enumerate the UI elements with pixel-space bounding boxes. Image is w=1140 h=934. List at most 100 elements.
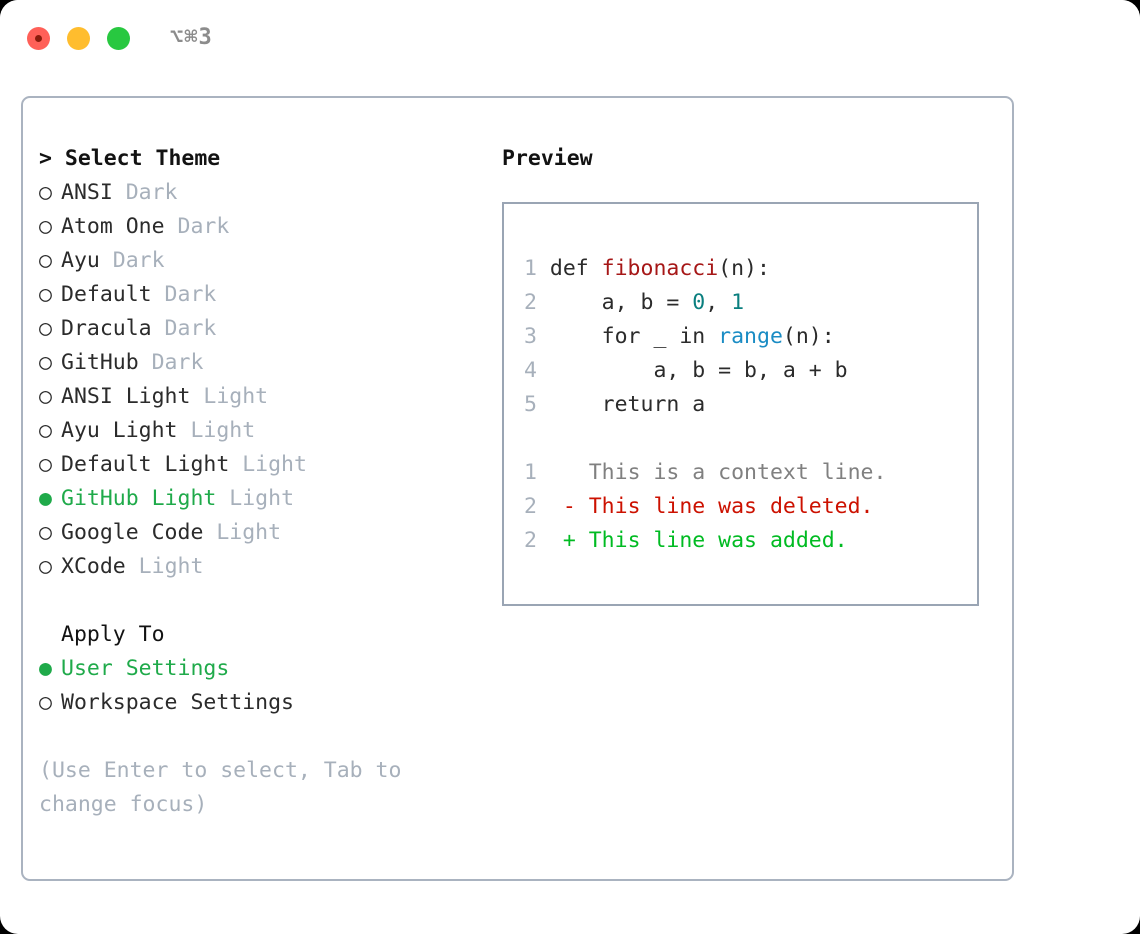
theme-option-default-light[interactable]: ○Default Light Light xyxy=(39,448,489,482)
diff-line-text: - This line was deleted. xyxy=(562,494,874,519)
diff-line-number: 1 xyxy=(524,460,563,485)
theme-option-label: ANSI Light xyxy=(61,384,191,409)
spacer xyxy=(39,584,489,618)
theme-option-label: XCode xyxy=(61,554,126,579)
radio-selected-icon[interactable]: ● xyxy=(39,486,52,511)
theme-option-xcode[interactable]: ○ XCode Light xyxy=(39,550,489,584)
theme-option-label: Atom One xyxy=(61,214,165,239)
theme-option-github-light[interactable]: ● GitHub Light Light xyxy=(39,482,489,516)
theme-option-google-code[interactable]: ○ Google Code Light xyxy=(39,516,489,550)
code-token: 0 xyxy=(692,290,706,315)
theme-option-tag: Dark xyxy=(151,316,217,341)
maximize-button[interactable] xyxy=(107,27,130,50)
code-token: a, b = b, a + b xyxy=(549,358,848,383)
window-titlebar: ⌥⌘3 xyxy=(0,0,1140,78)
theme-picker-column: > Select Theme ○ANSI Dark○Atom One Dark○… xyxy=(39,142,489,720)
code-token: def xyxy=(549,256,602,281)
code-token: range xyxy=(718,324,783,349)
radio-unselected-icon[interactable]: ○ xyxy=(39,520,52,545)
theme-option-label: Ayu Light xyxy=(61,418,178,443)
minimize-button[interactable] xyxy=(67,27,90,50)
radio-unselected-icon[interactable]: ○ xyxy=(39,554,52,579)
radio-selected-icon[interactable]: ● xyxy=(39,656,52,681)
theme-option-tag: Dark xyxy=(138,350,204,375)
code-token: for _ in xyxy=(549,324,719,349)
code-line-number: 1 xyxy=(524,256,550,281)
radio-unselected-icon[interactable]: ○ xyxy=(39,690,52,715)
preview-title: Preview xyxy=(502,146,593,171)
apply-to-option-user-settings[interactable]: ● User Settings xyxy=(39,652,489,686)
theme-picker-heading: > Select Theme xyxy=(39,146,221,171)
theme-option-default[interactable]: ○Default Dark xyxy=(39,278,489,312)
radio-unselected-icon[interactable]: ○ xyxy=(39,180,52,205)
preview-column: Preview 1 def fibonacci(n):2 a, b = 0, 1… xyxy=(502,142,992,606)
code-line: 5 return a xyxy=(524,388,848,422)
theme-option-tag: Dark xyxy=(112,180,178,205)
radio-unselected-icon[interactable]: ○ xyxy=(39,384,52,409)
theme-option-atom-one[interactable]: ○ Atom One Dark xyxy=(39,210,489,244)
theme-option-ayu-light[interactable]: ○ Ayu Light Light xyxy=(39,414,489,448)
code-token: (n): xyxy=(782,324,835,349)
theme-option-github[interactable]: ○ GitHub Dark xyxy=(39,346,489,380)
close-icon xyxy=(35,35,42,42)
theme-option-tag: Dark xyxy=(99,248,165,273)
code-token: (n): xyxy=(718,256,770,281)
theme-option-tag: Light xyxy=(177,418,256,443)
theme-option-tag: Dark xyxy=(151,282,217,307)
main-panel: > Select Theme ○ANSI Dark○Atom One Dark○… xyxy=(21,96,1014,881)
code-line: 1 def fibonacci(n): xyxy=(524,252,848,286)
theme-option-tag: Light xyxy=(203,520,282,545)
diff-line: 2 - This line was deleted. xyxy=(524,490,886,524)
radio-unselected-icon[interactable]: ○ xyxy=(39,282,52,307)
theme-option-tag: Dark xyxy=(164,214,230,239)
keyboard-hint: (Use Enter to select, Tab to change focu… xyxy=(39,758,402,817)
theme-option-tag: Light xyxy=(125,554,204,579)
radio-unselected-icon[interactable]: ○ xyxy=(39,248,52,273)
theme-option-label: GitHub Light xyxy=(61,486,217,511)
theme-option-tag: Light xyxy=(190,384,269,409)
theme-option-label: Google Code xyxy=(61,520,204,545)
theme-option-ansi[interactable]: ○ ANSI Dark xyxy=(39,176,489,210)
diff-line-number: 2 xyxy=(524,528,563,553)
theme-list: ○ANSI Dark○Atom One Dark○Ayu Dark○Defaul… xyxy=(39,176,489,584)
apply-to-option-label: User Settings xyxy=(61,656,230,681)
theme-option-label: Ayu xyxy=(61,248,100,273)
diff-sample: 1 This is a context line.2 - This line w… xyxy=(524,456,886,558)
apply-to-heading: Apply To xyxy=(61,622,165,647)
theme-option-tag: Light xyxy=(216,486,295,511)
apply-to-option-workspace-settings[interactable]: ○ Workspace Settings xyxy=(39,686,489,720)
code-token: a, b = xyxy=(549,290,693,315)
radio-unselected-icon[interactable]: ○ xyxy=(39,452,52,477)
code-token: return a xyxy=(549,392,706,417)
code-line-number: 4 xyxy=(524,358,550,383)
diff-line-number: 2 xyxy=(524,494,563,519)
theme-option-label: GitHub xyxy=(61,350,139,375)
radio-unselected-icon[interactable]: ○ xyxy=(39,350,52,375)
apply-to-option-label: Workspace Settings xyxy=(61,690,294,715)
code-line-number: 3 xyxy=(524,324,550,349)
diff-line: 1 This is a context line. xyxy=(524,456,886,490)
theme-option-ayu[interactable]: ○ Ayu Dark xyxy=(39,244,489,278)
radio-unselected-icon[interactable]: ○ xyxy=(39,418,52,443)
diff-line-text: This is a context line. xyxy=(562,460,887,485)
diff-line-text: + This line was added. xyxy=(562,528,848,553)
diff-line: 2 + This line was added. xyxy=(524,524,886,558)
theme-option-ansi-light[interactable]: ○ ANSI Light Light xyxy=(39,380,489,414)
code-line-number: 5 xyxy=(524,392,550,417)
theme-option-dracula[interactable]: ○ Dracula Dark xyxy=(39,312,489,346)
radio-unselected-icon[interactable]: ○ xyxy=(39,316,52,341)
code-line: 4 a, b = b, a + b xyxy=(524,354,848,388)
code-token: 1 xyxy=(731,290,745,315)
code-token: fibonacci xyxy=(601,256,719,281)
code-line: 2 a, b = 0, 1 xyxy=(524,286,848,320)
theme-option-label: Dracula xyxy=(61,316,152,341)
code-line: 3 for _ in range(n): xyxy=(524,320,848,354)
code-token: , xyxy=(705,290,732,315)
code-line-number: 2 xyxy=(524,290,550,315)
theme-option-label: ANSI xyxy=(61,180,113,205)
radio-unselected-icon[interactable]: ○ xyxy=(39,214,52,239)
theme-option-tag: Light xyxy=(229,452,307,477)
